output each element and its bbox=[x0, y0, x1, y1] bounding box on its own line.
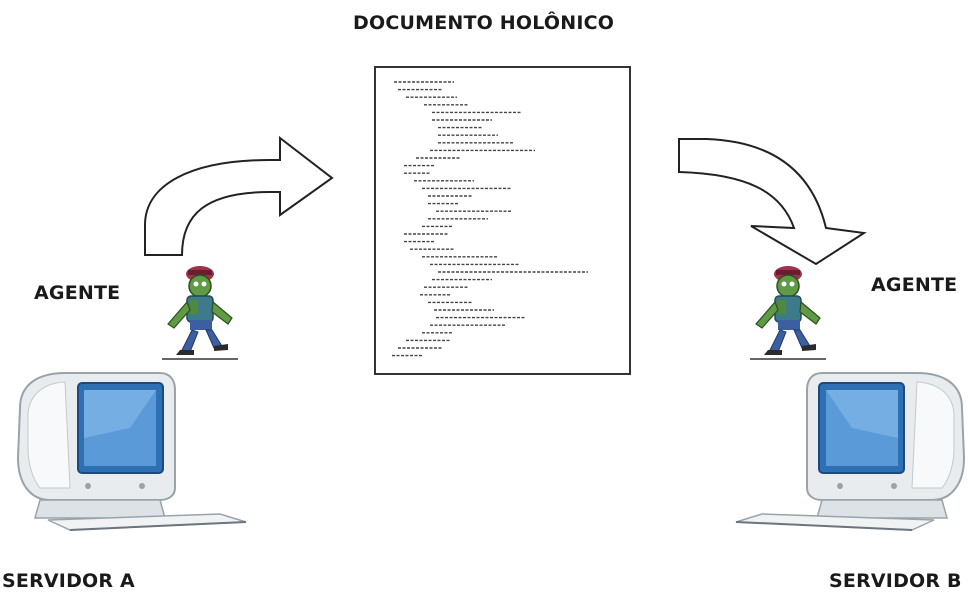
curved-arrow-icon bbox=[144, 135, 334, 256]
agent-a-label: AGENTE bbox=[34, 282, 121, 304]
diagram-title: DOCUMENTO HOLÔNICO bbox=[353, 12, 615, 34]
agent-b-label: AGENTE bbox=[871, 274, 958, 296]
curved-arrow-icon bbox=[678, 138, 867, 266]
document-icon bbox=[392, 81, 588, 357]
zombie-agent-icon bbox=[750, 266, 826, 360]
computer-icon bbox=[735, 372, 966, 531]
computer-icon bbox=[16, 372, 247, 531]
zombie-agent-icon bbox=[162, 266, 238, 360]
holonic-document bbox=[374, 66, 631, 375]
server-b-label: SERVIDOR B bbox=[829, 570, 962, 592]
server-a-label: SERVIDOR A bbox=[2, 570, 135, 592]
